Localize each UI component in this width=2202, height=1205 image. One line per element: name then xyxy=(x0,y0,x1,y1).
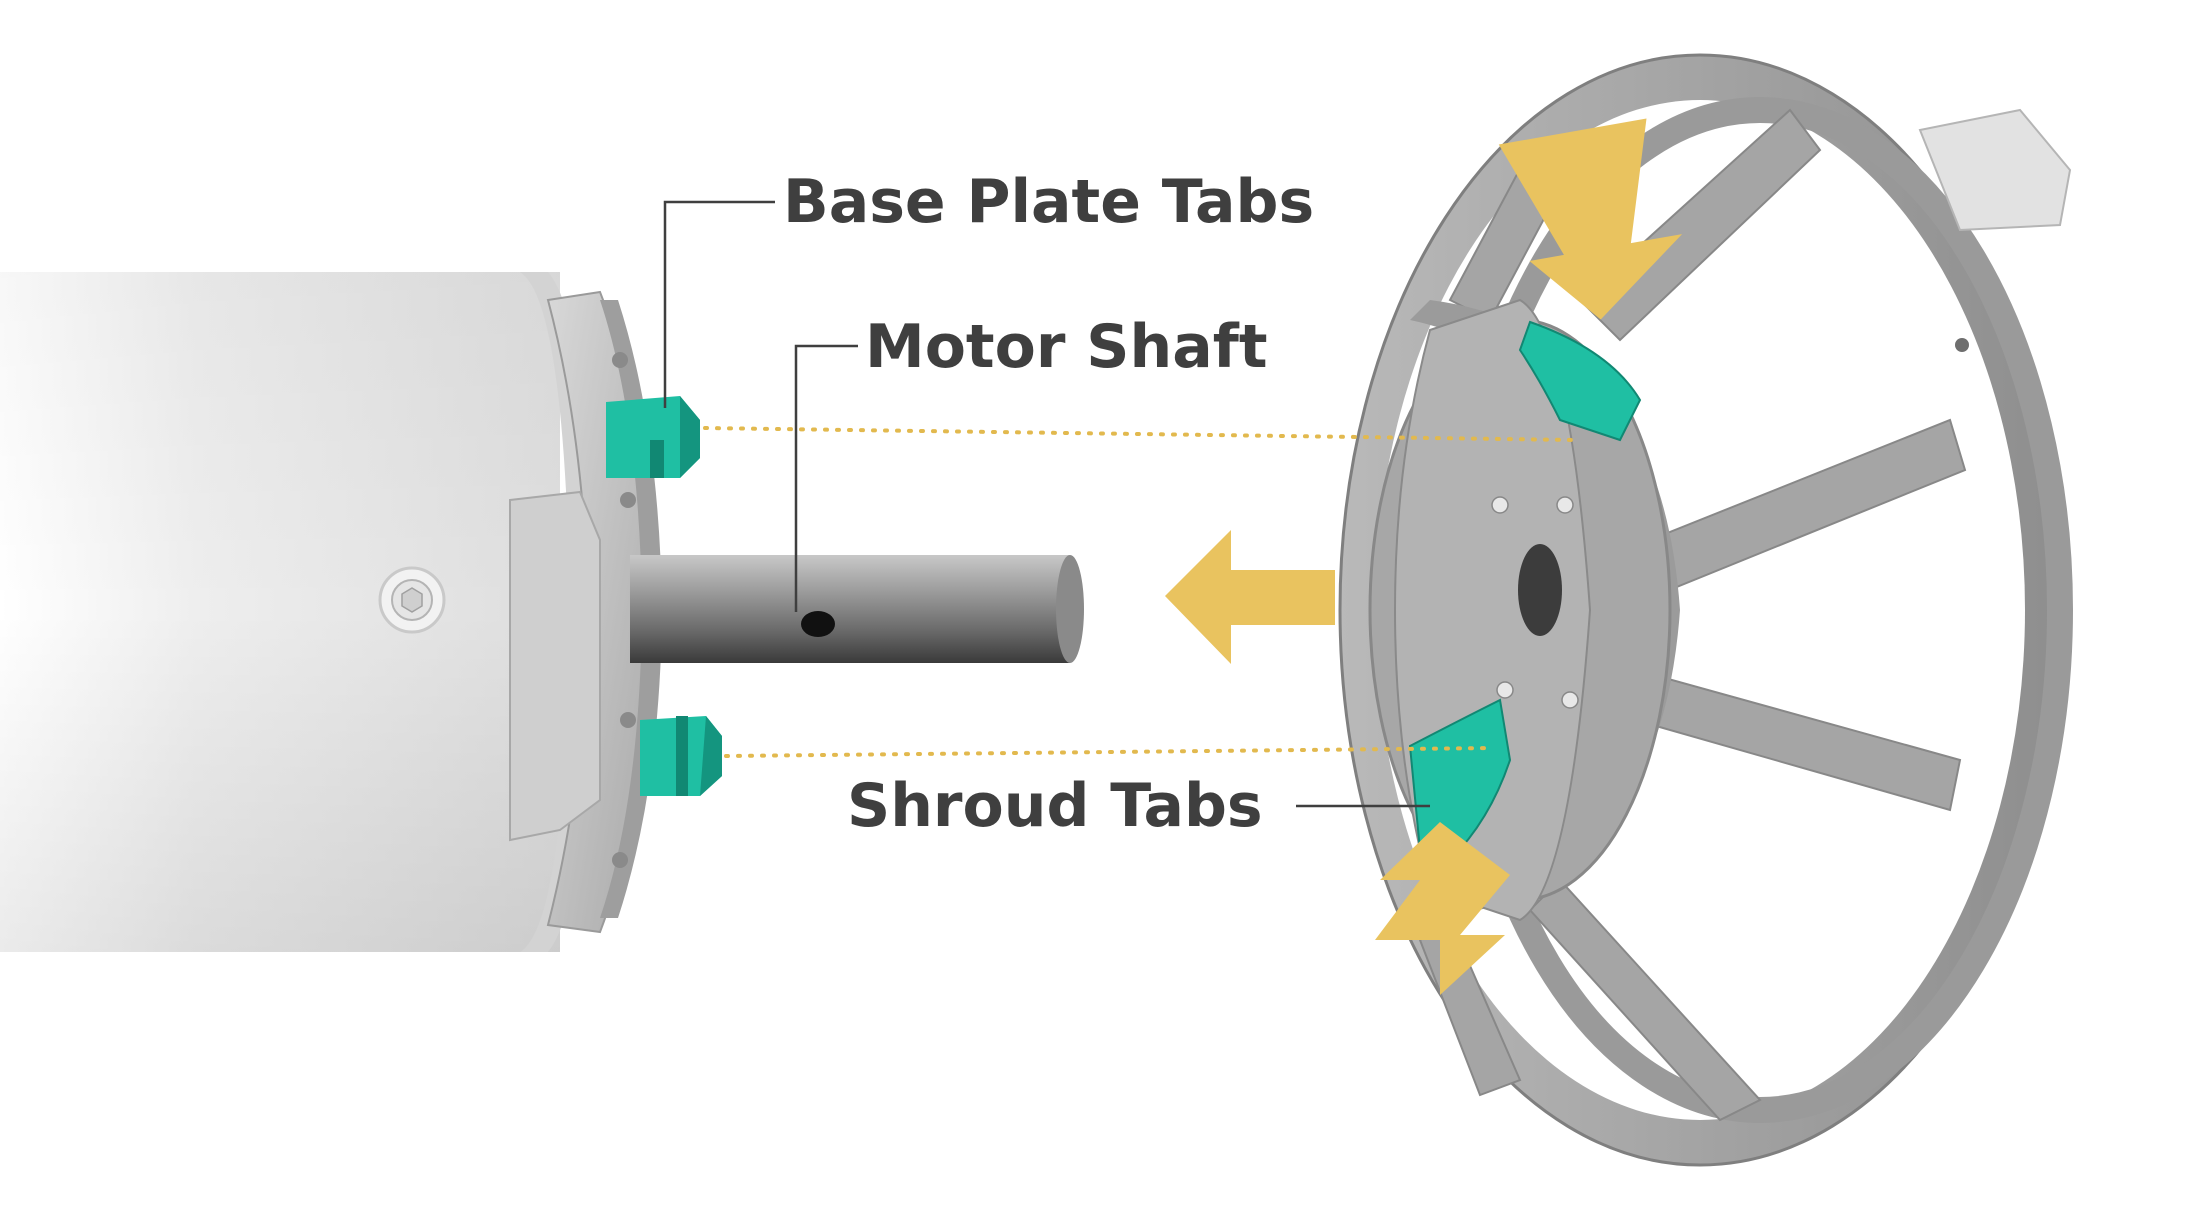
base-plate-tab-upper xyxy=(606,396,700,478)
leader-lines xyxy=(663,200,1430,808)
shroud-tabs-label: Shroud Tabs xyxy=(847,771,1263,841)
motor-shaft xyxy=(630,555,1084,663)
alignment-line-upper xyxy=(703,426,1577,442)
base-plate-tab-lower xyxy=(640,716,722,796)
alignment-lines xyxy=(703,426,1577,758)
up-arrow-icon xyxy=(1375,822,1510,995)
down-arrow-icon xyxy=(1498,118,1683,320)
hex-screw-icon xyxy=(378,566,446,634)
shroud-wheel xyxy=(1338,53,2073,1167)
leader-motor-shaft xyxy=(794,344,858,612)
left-arrow-icon xyxy=(1165,530,1335,664)
base-plate-tabs-label: Base Plate Tabs xyxy=(783,167,1315,237)
leader-base-plate-tabs xyxy=(663,200,775,408)
motor-shaft-label: Motor Shaft xyxy=(865,312,1268,382)
motor-body xyxy=(0,272,662,952)
alignment-line-lower xyxy=(724,746,1492,758)
shroud-tab-lower xyxy=(1408,698,1512,862)
shroud-tab-upper xyxy=(1518,320,1642,442)
